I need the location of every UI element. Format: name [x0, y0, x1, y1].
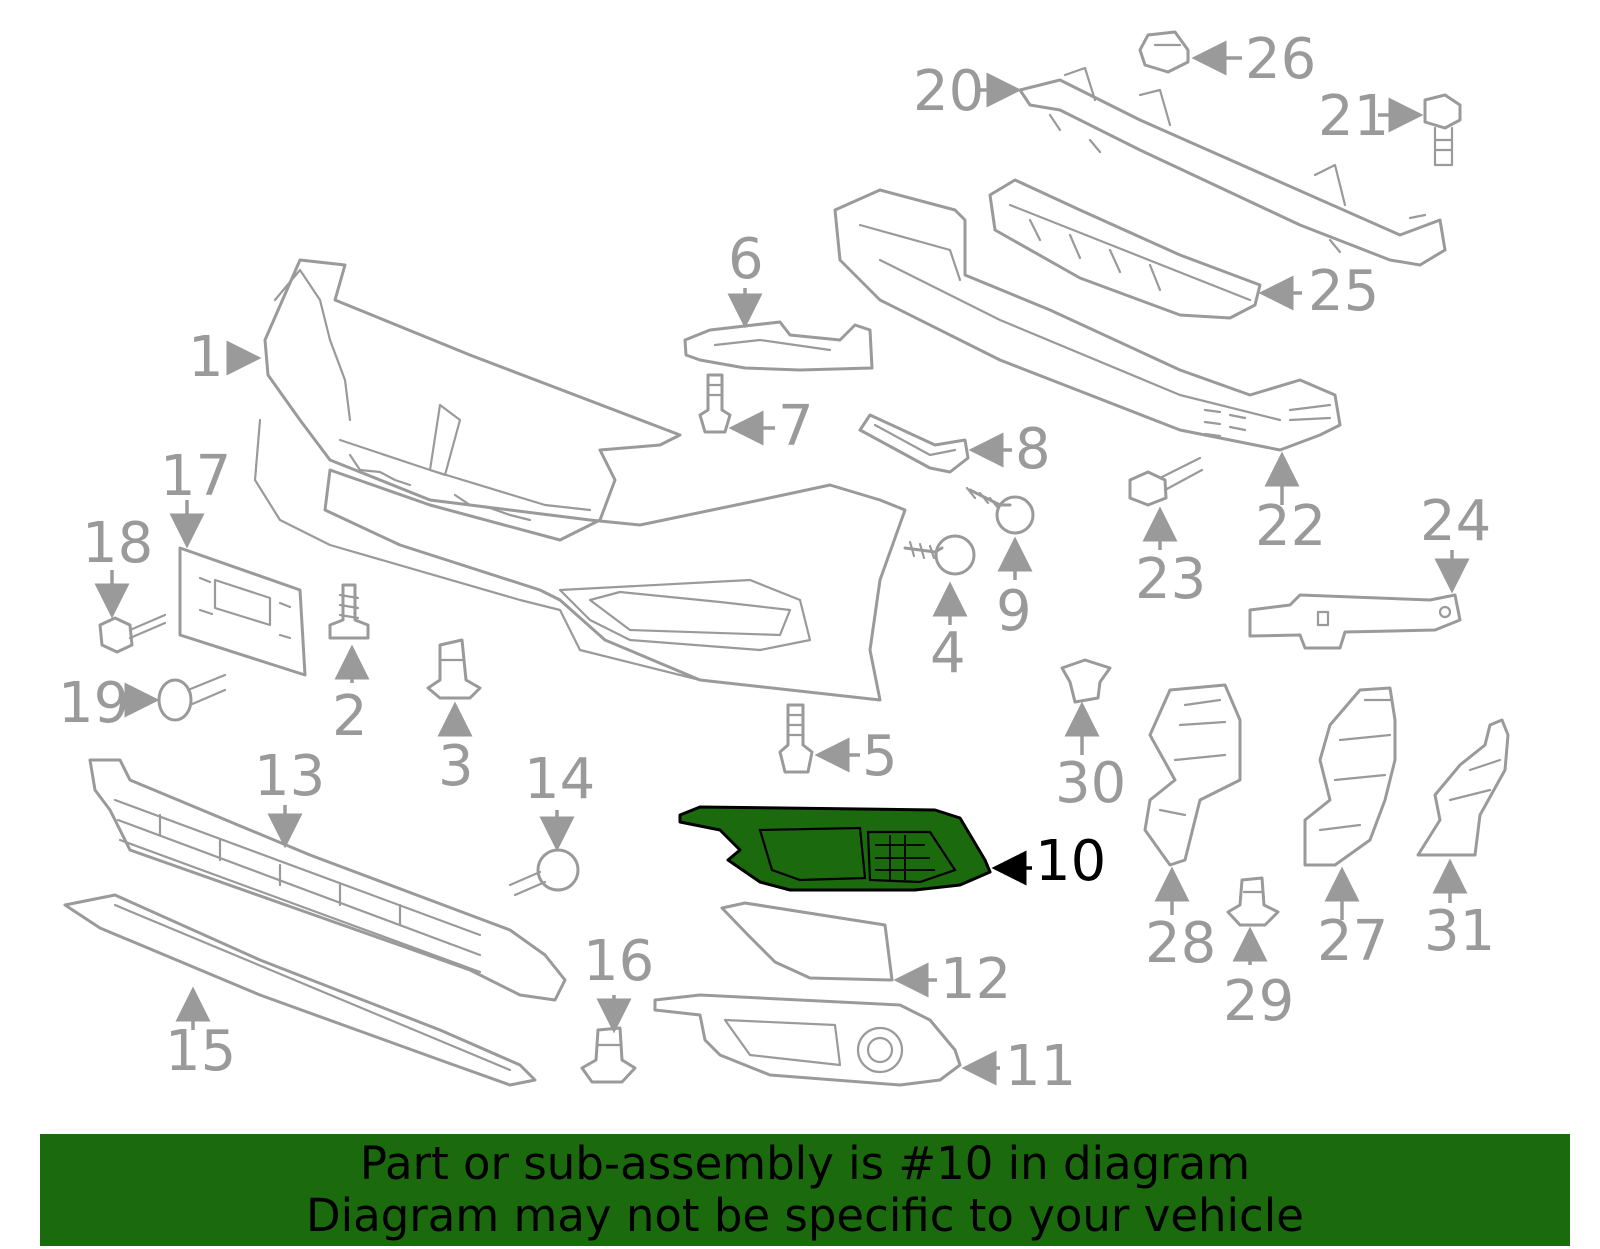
- part-9-clip: [965, 486, 1035, 535]
- callout-22: 22: [1255, 494, 1326, 559]
- part-15-lower-strip: [63, 893, 537, 1087]
- part-17-license-bracket: [178, 546, 307, 677]
- part-8-strip: [858, 413, 970, 474]
- callout-8: 8: [1015, 417, 1051, 482]
- callout-24: 24: [1420, 489, 1491, 554]
- part-18-bolt: [98, 613, 167, 654]
- callout-12: 12: [940, 947, 1011, 1012]
- callout-17: 17: [160, 444, 231, 509]
- leader-lines: [94, 40, 1470, 1086]
- callout-4: 4: [930, 621, 966, 686]
- part-3-clip: [426, 638, 482, 700]
- part-23-bolt: [1128, 456, 1204, 507]
- callout-31: 31: [1424, 899, 1495, 964]
- callout-14: 14: [524, 747, 595, 812]
- callout-2: 2: [332, 684, 368, 749]
- callout-3: 3: [438, 734, 474, 799]
- callout-23: 23: [1135, 547, 1206, 612]
- callout-18: 18: [82, 511, 153, 576]
- part-28-bracket: [1143, 683, 1242, 867]
- callout-19: 19: [58, 671, 129, 736]
- part-27-bracket: [1303, 686, 1397, 867]
- part-4-clip: [903, 534, 976, 576]
- callout-1: 1: [188, 325, 224, 390]
- part-31-bracket: [1416, 718, 1510, 857]
- callout-28: 28: [1145, 911, 1216, 976]
- part-7-bolt: [698, 373, 732, 434]
- part-20-upper-beam: [1018, 66, 1447, 267]
- part-26-clip: [1138, 30, 1190, 74]
- callout-15: 15: [165, 1019, 236, 1084]
- callout-20: 20: [913, 59, 984, 124]
- callout-6: 6: [728, 227, 764, 292]
- callout-13: 13: [254, 744, 325, 809]
- callout-25: 25: [1308, 259, 1379, 324]
- part-5-bolt: [778, 703, 814, 774]
- callout-9: 9: [996, 579, 1032, 644]
- part-13-grille: [88, 758, 567, 1002]
- part-22-reinforcement: [833, 188, 1342, 452]
- part-25-absorber: [988, 178, 1262, 320]
- callout-21: 21: [1318, 84, 1389, 149]
- callout-30: 30: [1055, 751, 1126, 816]
- banner-line-2: Diagram may not be specific to your vehi…: [306, 1189, 1304, 1242]
- callout-5: 5: [862, 724, 898, 789]
- part-6-bracket: [683, 320, 874, 372]
- part-19-screw: [157, 673, 227, 722]
- part-1-bumper-cover: [253, 258, 907, 702]
- callout-26: 26: [1245, 27, 1316, 92]
- part-11-fog-garnish: [653, 993, 962, 1087]
- callout-10: 10: [1035, 829, 1106, 894]
- part-16-clip: [580, 1026, 637, 1084]
- part-10-garnish-highlighted: [678, 805, 992, 892]
- part-2-screw: [328, 583, 370, 640]
- part-12-cover: [720, 901, 894, 982]
- part-14-clip: [508, 848, 580, 897]
- part-29-clip: [1226, 876, 1280, 927]
- part-30-clip: [1060, 658, 1112, 704]
- banner-line-1: Part or sub-assembly is #10 in diagram: [359, 1137, 1251, 1190]
- callout-16: 16: [583, 929, 654, 994]
- callout-labels: 1 2 3 4 5 6 7 8 9 10 11 12 13 14 15 16 1…: [58, 27, 1495, 1099]
- callout-27: 27: [1317, 909, 1388, 974]
- callout-7: 7: [778, 394, 814, 459]
- callout-11: 11: [1005, 1034, 1076, 1099]
- callout-29: 29: [1223, 969, 1294, 1034]
- part-24-bracket: [1248, 593, 1462, 650]
- part-21-bolt: [1423, 93, 1462, 167]
- info-banner: Part or sub-assembly is #10 in diagram D…: [40, 1134, 1570, 1246]
